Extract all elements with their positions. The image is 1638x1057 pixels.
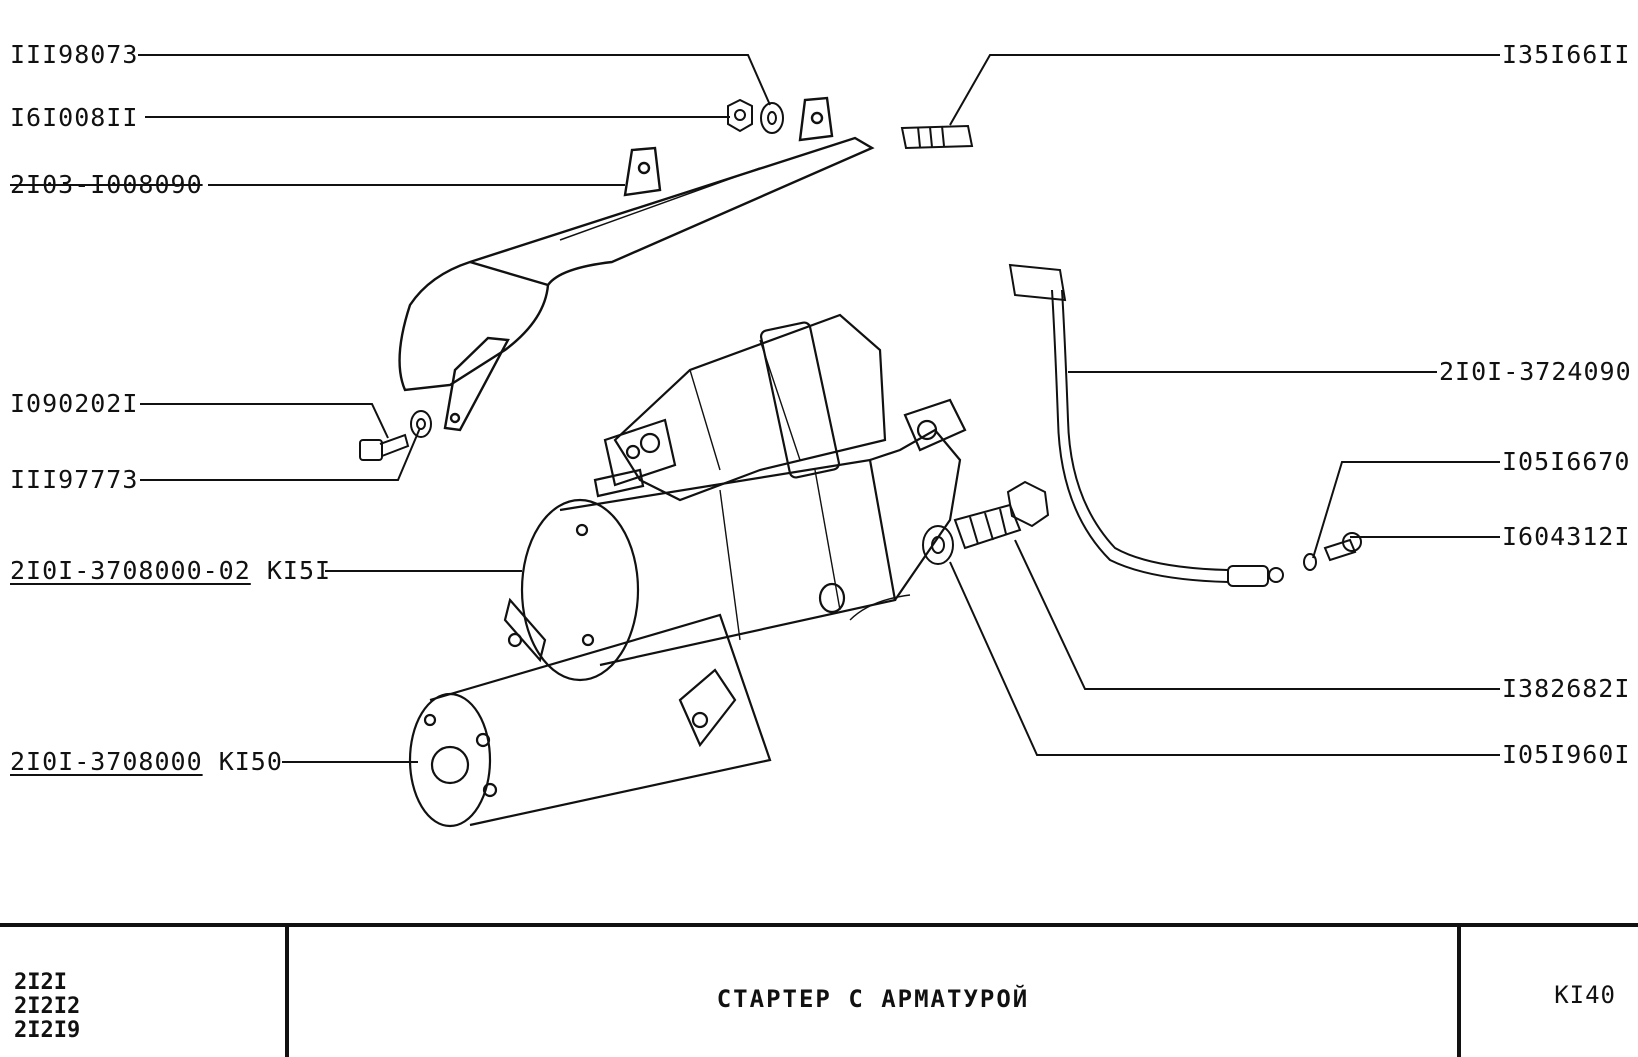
nut	[727, 98, 753, 133]
stud	[900, 124, 974, 150]
title-block: 2I2I 2I2I2 2I2I9 СТАРТЕР С АРМАТУРОЙ KI4…	[0, 923, 1638, 1057]
model-code: 2I2I9	[14, 1018, 81, 1043]
exploded-parts-diagram	[138, 54, 1500, 828]
part-label-10516670: I05I6670	[1502, 447, 1631, 476]
drawing-code: KI40	[1554, 981, 1616, 1009]
part-label-starter-assembly: 2I0I-3708000 KI50	[10, 747, 283, 777]
drawing-title: СТАРТЕР С АРМАТУРОЙ	[716, 985, 1030, 1013]
small-washer-right	[1303, 553, 1317, 571]
model-list: 2I2I 2I2I2 2I2I9	[14, 971, 80, 1043]
bracket	[398, 96, 875, 432]
part-number: 2I0I-3708000	[10, 747, 203, 776]
part-number: 2I0I-3708000-02	[10, 556, 251, 585]
washer-top	[760, 102, 784, 134]
model-code: 2I2I	[14, 970, 67, 995]
washer-left	[410, 410, 432, 438]
leader-lines	[138, 54, 1500, 763]
part-label-111198073: III98073	[10, 40, 139, 69]
ground-wire	[1008, 263, 1284, 587]
title-cell: СТАРТЕР С АРМАТУРОЙ	[289, 927, 1461, 1057]
bolt-left	[359, 433, 410, 461]
page-reference: KI5I	[266, 556, 332, 585]
part-label-10519601: I05I960I	[1502, 740, 1631, 769]
part-label-2103-1008090: 2I03-I008090	[10, 170, 203, 199]
part-label-starter-assembly-02: 2I0I-3708000-02 KI5I	[10, 556, 331, 586]
bolt-large	[953, 480, 1050, 550]
part-label-10902021: I090202I	[10, 389, 139, 418]
part-label-13826821: I382682I	[1502, 674, 1631, 703]
page-reference: KI50	[218, 747, 283, 776]
model-list-cell: 2I2I 2I2I2 2I2I9	[0, 927, 289, 1057]
part-label-13516611: I35I66II	[1502, 40, 1631, 69]
part-label-161008ii: I6I008II	[10, 103, 139, 132]
model-code: 2I2I2	[14, 994, 81, 1019]
part-label-11197773: III97773	[10, 465, 139, 494]
part-label-ground-wire: 2I0I-3724090	[1439, 357, 1632, 386]
small-bolt-right	[1323, 532, 1362, 562]
starter-motor	[408, 313, 967, 828]
washer-large	[922, 525, 954, 565]
code-cell: KI40	[1461, 927, 1638, 1057]
part-label-16043121: I604312I	[1502, 522, 1631, 551]
